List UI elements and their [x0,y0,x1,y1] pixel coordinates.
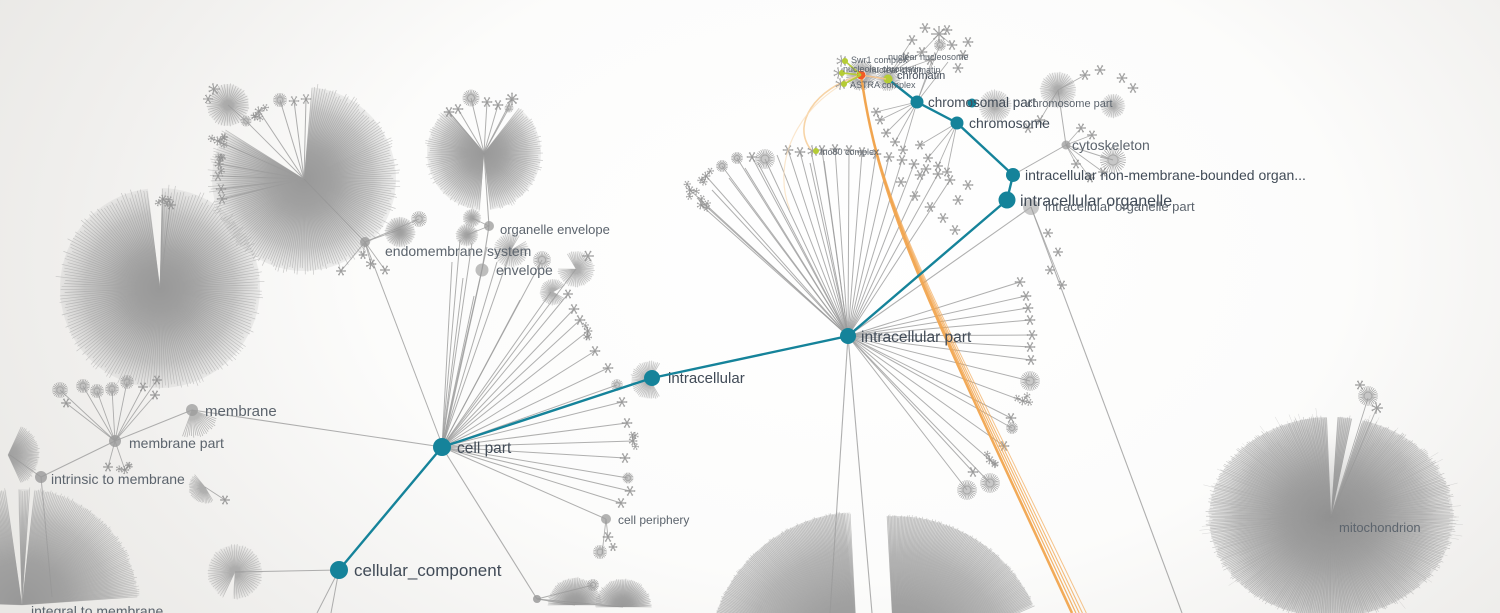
svg-text:cell periphery: cell periphery [618,513,689,527]
svg-text:chromosomal part: chromosomal part [928,95,1036,110]
svg-text:intracellular organelle part: intracellular organelle part [1045,199,1195,214]
svg-text:cell part: cell part [457,440,512,457]
svg-text:Swr1 complex: Swr1 complex [851,55,908,65]
svg-text:intracellular: intracellular [668,370,745,387]
svg-text:nucleolar chromatin: nucleolar chromatin [843,64,922,74]
svg-text:chromosome part: chromosome part [1027,98,1113,110]
svg-text:cellular_component: cellular_component [354,561,502,580]
svg-text:membrane: membrane [205,403,277,420]
svg-text:intracellular organelle: intracellular organelle [1020,193,1172,210]
svg-text:nuclear chromatin: nuclear chromatin [869,65,941,75]
svg-text:intracellular part: intracellular part [861,329,972,346]
svg-text:chromatin: chromatin [897,70,945,82]
svg-text:Ino80 complex: Ino80 complex [820,147,879,157]
svg-text:intrinsic to membrane: intrinsic to membrane [51,471,185,487]
svg-text:organelle envelope: organelle envelope [500,222,610,237]
svg-text:chromosome: chromosome [969,115,1050,131]
svg-text:envelope: envelope [496,262,553,278]
svg-text:cytoskeleton: cytoskeleton [1072,137,1150,153]
svg-text:mitochondrion: mitochondrion [1339,520,1421,535]
svg-text:ASTRA complex: ASTRA complex [850,80,916,90]
svg-text:integral to membrane: integral to membrane [31,603,164,613]
svg-text:endomembrane system: endomembrane system [385,243,531,259]
svg-text:intracellular non-membrane-bou: intracellular non-membrane-bounded organ… [1025,167,1306,183]
svg-text:nuclear nucleosome: nuclear nucleosome [888,52,969,62]
svg-text:membrane part: membrane part [129,435,224,451]
